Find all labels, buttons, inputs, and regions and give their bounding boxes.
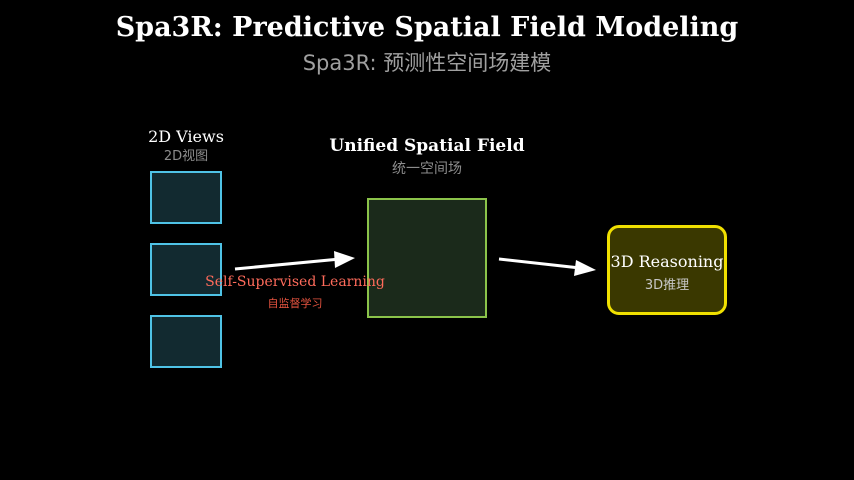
view-box-1 [150, 171, 222, 224]
arrowhead-views-to-field [334, 251, 355, 268]
reasoning-box: 3D Reasoning 3D推理 [607, 225, 727, 315]
reasoning-label: 3D Reasoning [610, 252, 724, 271]
view-box-3 [150, 315, 222, 368]
view-box-2 [150, 243, 222, 296]
arrow-views-to-field [234, 257, 341, 271]
field-label: Unified Spatial Field [329, 136, 525, 156]
spatial-field-box [367, 198, 487, 318]
field-label-zh: 统一空间场 [392, 161, 462, 177]
diagram-title: Spa3R: Predictive Spatial Field Modeling [115, 12, 739, 43]
ssl-label: Self-Supervised Learning [205, 274, 385, 290]
arrowhead-field-to-reasoning [574, 260, 596, 276]
views-label-zh: 2D视图 [163, 149, 209, 164]
arrow-field-to-reasoning [498, 257, 581, 270]
diagram-subtitle: Spa3R: 预测性空间场建模 [302, 51, 552, 75]
reasoning-label-zh: 3D推理 [644, 278, 690, 293]
ssl-label-zh: 自监督学习 [267, 297, 323, 310]
views-label: 2D Views [148, 127, 224, 146]
